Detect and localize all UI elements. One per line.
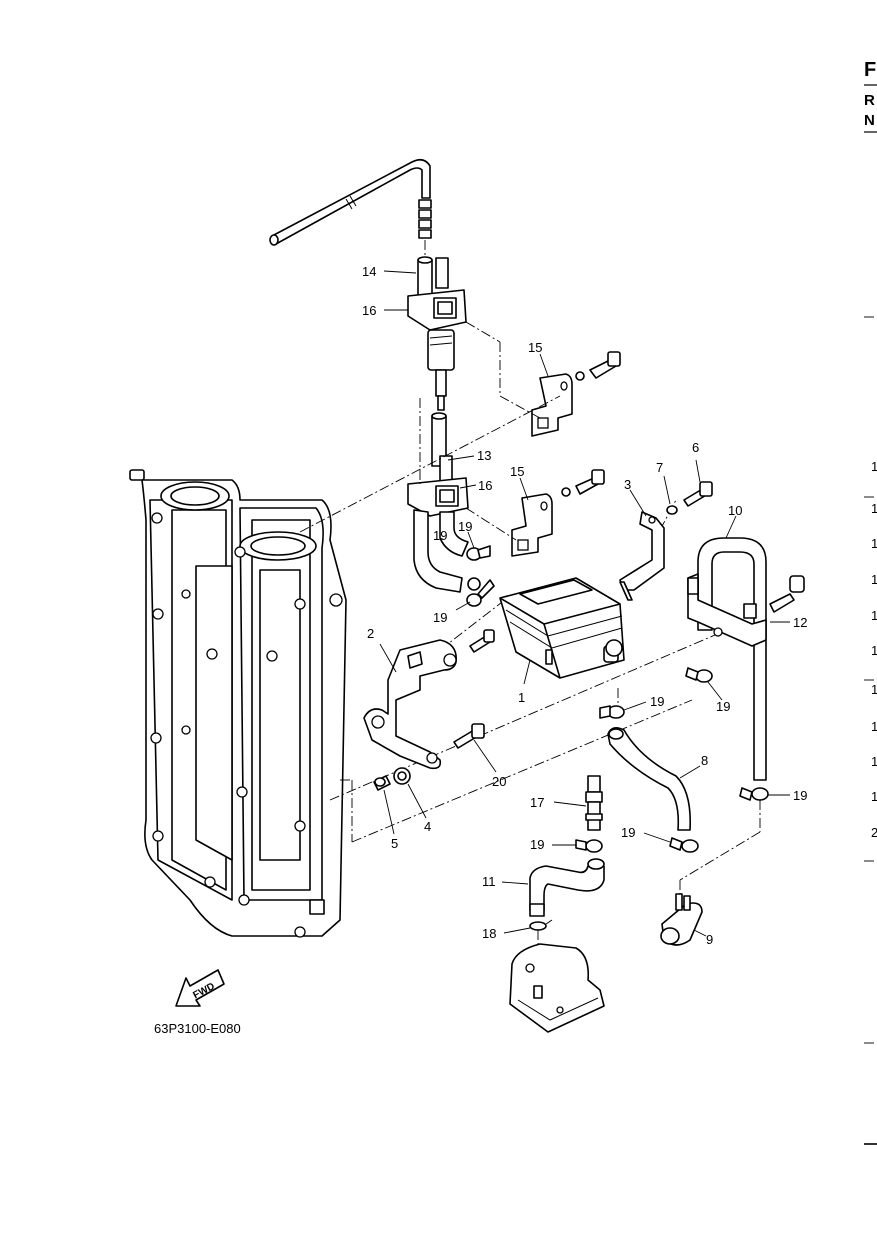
callout-12: 12 [793, 615, 807, 630]
margin-number: 1 [871, 789, 877, 804]
bracket-15-lower [511, 469, 605, 557]
callout-9: 9 [706, 932, 713, 947]
vent-hose-top [269, 158, 432, 258]
margin-number: 1 [871, 643, 877, 658]
callout-17: 17 [530, 795, 544, 810]
callout-19g: 19 [621, 825, 635, 840]
margin-number: 2 [871, 825, 877, 840]
margin-number: 1 [871, 719, 877, 734]
header-letter-n: N [864, 112, 875, 129]
callout-14: 14 [362, 264, 376, 279]
hose-8 [607, 726, 692, 831]
margin-number: 1 [871, 536, 877, 551]
hose-11 [529, 858, 605, 917]
bracket-15-upper [531, 351, 621, 437]
margin-number: 1 [871, 459, 877, 474]
housing-bottom [509, 943, 605, 1033]
callout-13: 13 [477, 448, 491, 463]
vapor-canister [467, 577, 625, 679]
header-letter-f: F [864, 59, 876, 81]
callout-19a: 19 [458, 519, 472, 534]
clamp-19e [739, 787, 769, 801]
sensor-9 [660, 893, 703, 946]
clamp-19d [685, 667, 713, 683]
callout-7: 7 [656, 460, 663, 475]
diagram-code: 63P3100-E080 [154, 1021, 241, 1036]
cylinder-head-assembly [129, 469, 347, 938]
clamp-19c [599, 705, 625, 719]
margin-number: 1 [871, 501, 877, 516]
callout-8: 8 [701, 753, 708, 768]
header-letter-r: R [864, 92, 875, 109]
fwd-arrow: FWD [175, 969, 225, 1007]
callout-16-lower: 16 [478, 478, 492, 493]
callout-6: 6 [692, 440, 699, 455]
callout-2: 2 [367, 626, 374, 641]
clamp-19a [466, 545, 491, 561]
grommet-4 [393, 767, 411, 785]
right-margin-numbers: 1 1 1 1 1 1 1 1 1 1 2 [871, 459, 877, 840]
upper-fuel-filter [407, 256, 467, 411]
right-edge-header: F R N [864, 59, 877, 1145]
callout-19d: 19 [716, 699, 730, 714]
callout-19e: 19 [793, 788, 807, 803]
margin-number: 1 [871, 572, 877, 587]
callout-19f: 19 [530, 837, 544, 852]
callout-11: 11 [482, 874, 496, 889]
callout-3: 3 [624, 477, 631, 492]
callout-16-upper: 16 [362, 303, 376, 318]
lower-fuel-filter [407, 412, 469, 593]
joint-17 [585, 775, 603, 831]
callout-15-upper: 15 [528, 340, 542, 355]
assembly-lines [299, 321, 761, 994]
callout-4: 4 [424, 819, 431, 834]
bracket-3 [619, 481, 713, 601]
margin-number: 1 [871, 608, 877, 623]
bracket-2 [363, 629, 495, 770]
clamp-19f [575, 839, 603, 853]
clamp-19b [466, 579, 495, 607]
callout-1: 1 [518, 690, 525, 705]
callout-15-lower: 15 [510, 464, 524, 479]
margin-number: 1 [871, 682, 877, 697]
leader-lines [379, 270, 790, 937]
callout-labels: 1 2 3 4 5 6 7 8 9 10 11 12 13 14 15 15 1… [362, 264, 807, 947]
callout-20: 20 [492, 774, 506, 789]
plug-5 [373, 775, 391, 791]
hose-10 [687, 537, 805, 781]
callout-19h: 19 [433, 528, 447, 543]
margin-number: 1 [871, 754, 877, 769]
callout-5: 5 [391, 836, 398, 851]
clip-18 [529, 919, 553, 931]
clamp-19g [669, 837, 699, 853]
callout-19c: 19 [650, 694, 664, 709]
callout-18: 18 [482, 926, 496, 941]
callout-19b: 19 [433, 610, 447, 625]
callout-10: 10 [728, 503, 742, 518]
